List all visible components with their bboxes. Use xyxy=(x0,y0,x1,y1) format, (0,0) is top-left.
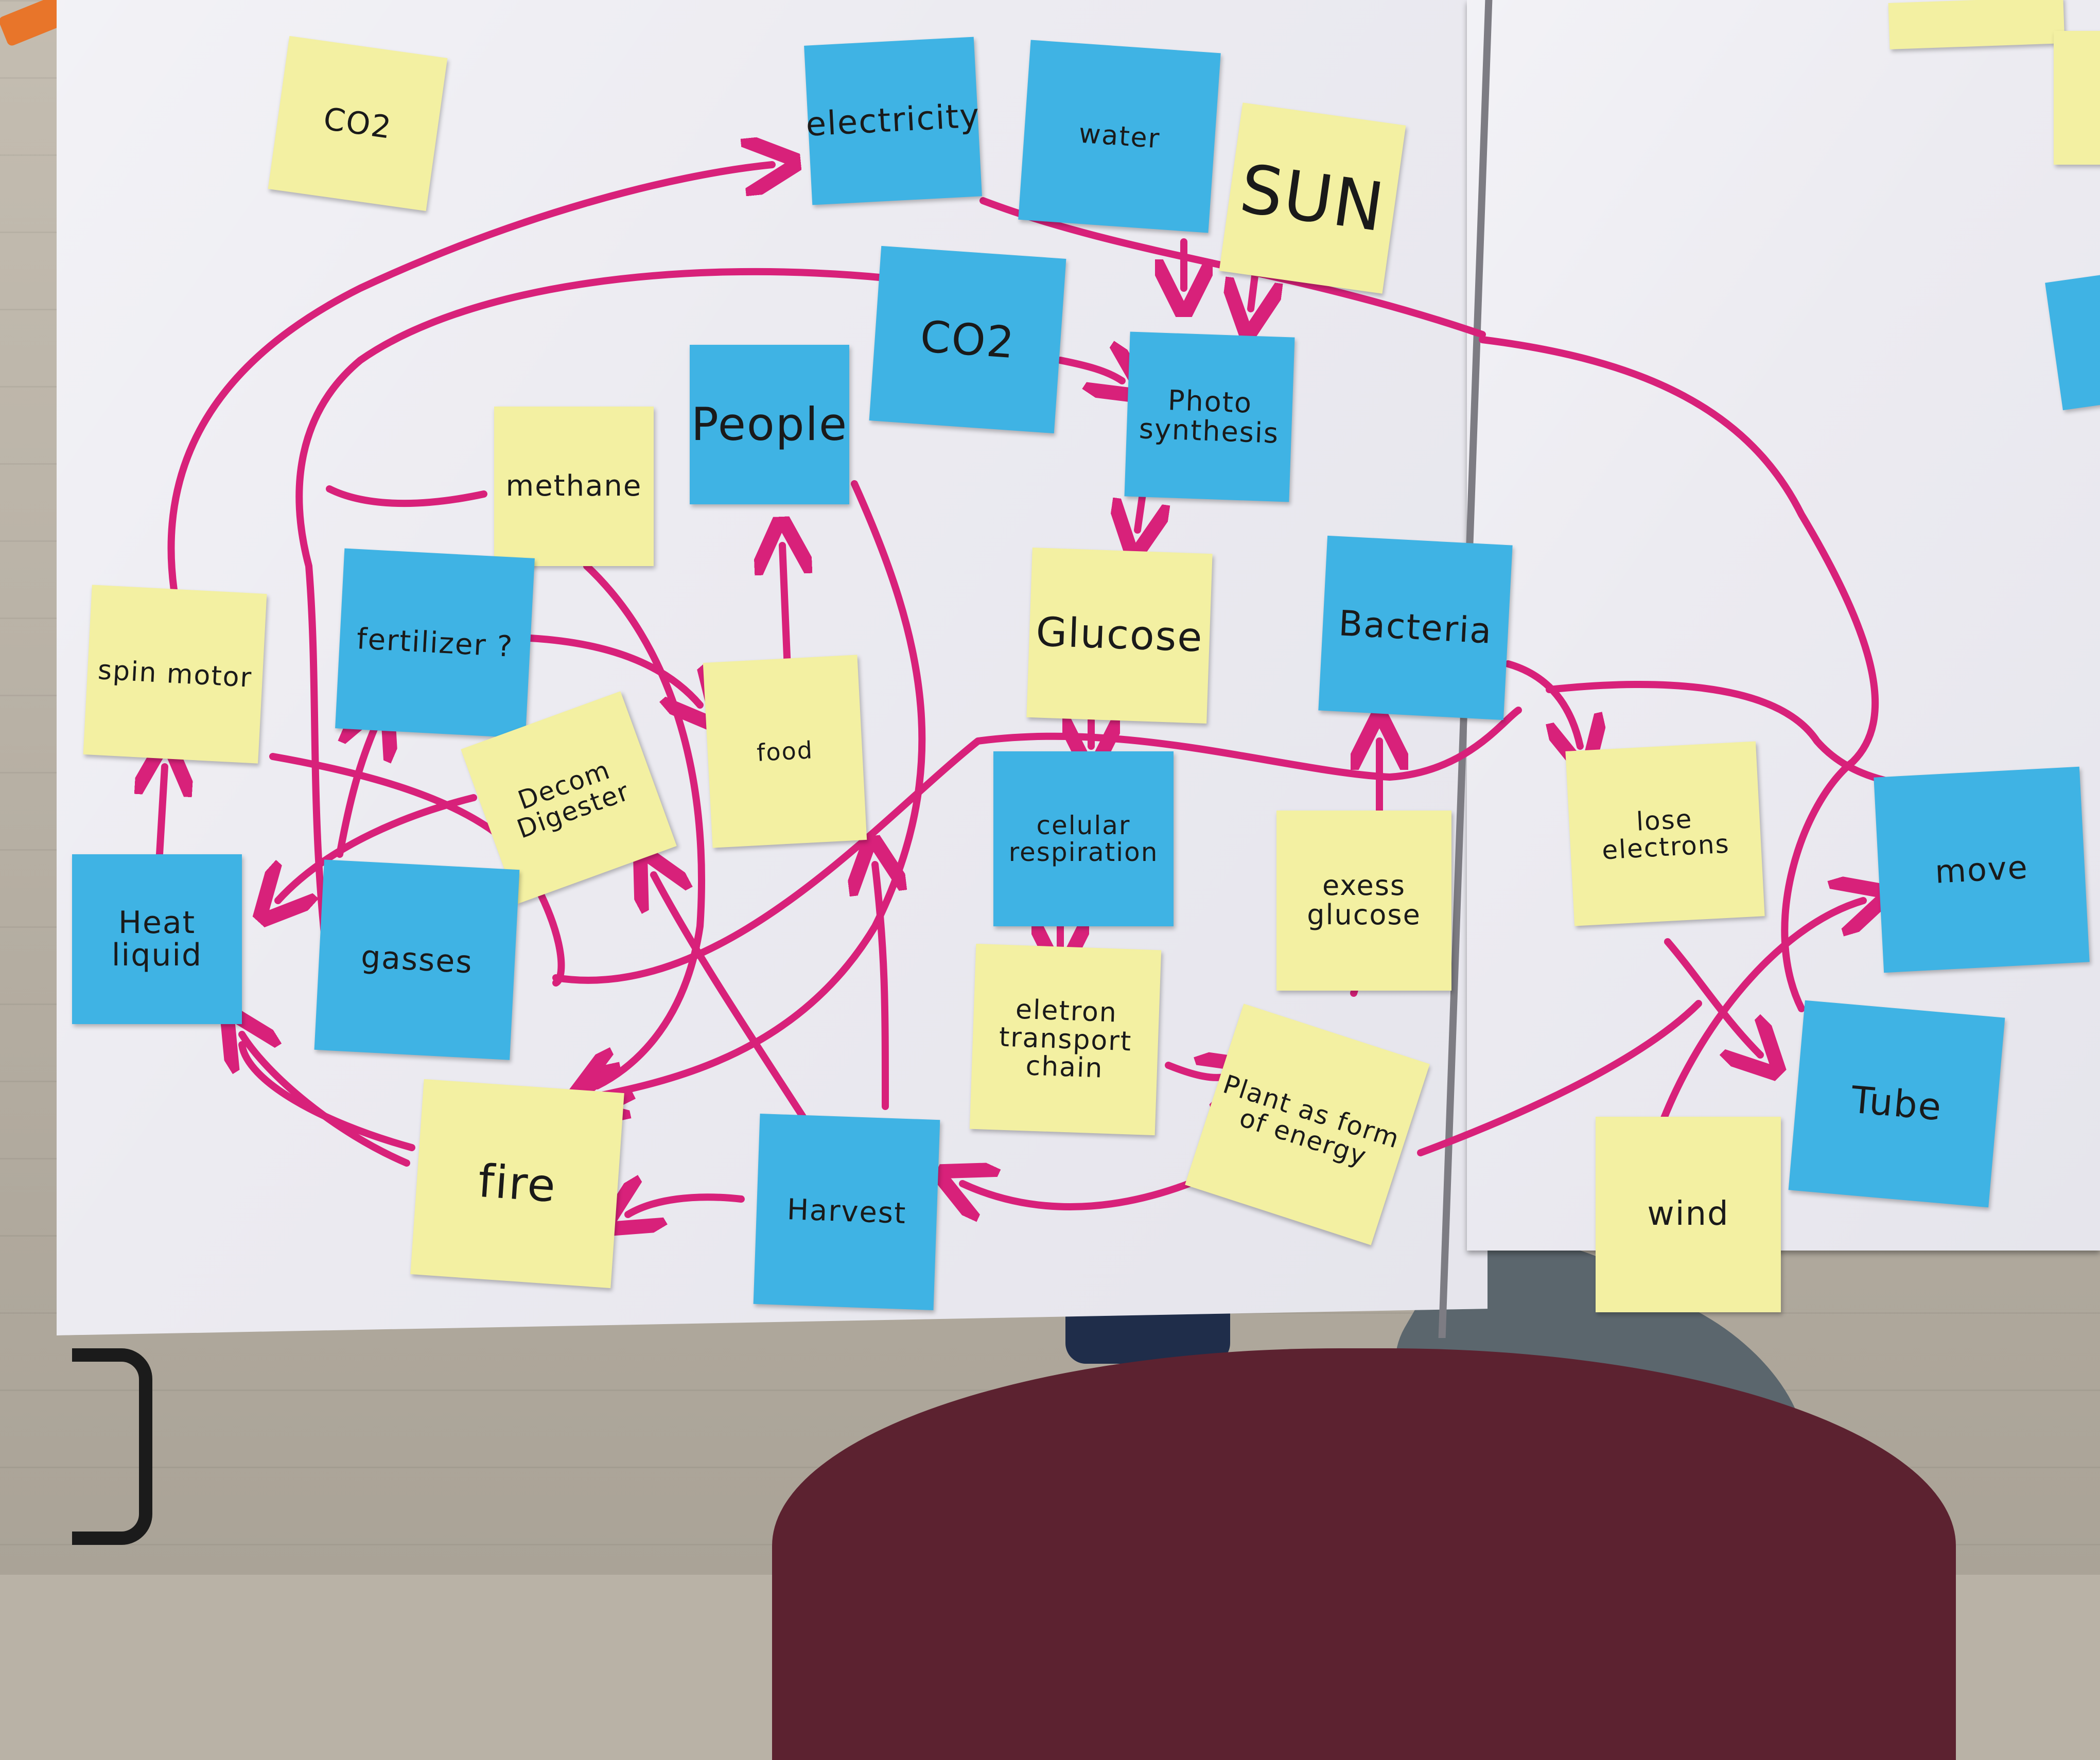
note-fertilizer-text: fertilizer ? xyxy=(356,622,514,664)
note-glucose-text: Glucose xyxy=(1035,609,1204,661)
note-fertilizer[interactable]: fertilizer ? xyxy=(335,548,535,738)
note-co2-yellow-text: CO2 xyxy=(321,100,394,146)
note-plant-energy-text: Plant as form of energy xyxy=(1219,1069,1404,1172)
edge-note-yellow-right xyxy=(2054,31,2100,165)
note-co2-yellow[interactable]: CO2 xyxy=(268,36,448,212)
note-digester-text: Decom Digester xyxy=(513,754,634,844)
note-co2-blue-text: CO2 xyxy=(918,311,1017,368)
note-water-text: water xyxy=(1078,118,1161,155)
line-electricity-sun xyxy=(979,197,1486,338)
note-sun[interactable]: SUN xyxy=(1219,102,1406,294)
line-people-fire xyxy=(597,480,926,1096)
note-cellular-respiration-text: celular respiration xyxy=(1008,810,1159,867)
note-lose-electrons-text: lose electrons xyxy=(1601,803,1730,866)
note-heat-liquid[interactable]: Heat liquid xyxy=(72,854,242,1024)
note-methane-text: methane xyxy=(505,469,642,503)
line-bacteria-lose xyxy=(1504,660,1580,746)
note-water[interactable]: water xyxy=(1018,40,1221,233)
line-photo-glucose xyxy=(1137,490,1143,530)
table-clamp xyxy=(72,1348,152,1545)
note-glucose[interactable]: Glucose xyxy=(1026,547,1213,724)
note-electricity-text: electricity xyxy=(804,97,982,145)
line-methane-left xyxy=(326,485,487,507)
note-bacteria[interactable]: Bacteria xyxy=(1318,535,1513,720)
note-photosynthesis-text: Photo synthesis xyxy=(1138,384,1280,450)
note-tube-text: Tube xyxy=(1849,1078,1944,1129)
note-spin-motor[interactable]: spin motor xyxy=(83,585,267,764)
line-plant-harvest xyxy=(962,1184,1193,1207)
line-wind-move xyxy=(1659,901,1863,1125)
note-fire[interactable]: fire xyxy=(410,1079,624,1289)
line-fertilizer-food xyxy=(527,635,700,705)
note-move-text: move xyxy=(1934,848,2029,891)
line-harvest-fire xyxy=(628,1197,745,1215)
line-spin-to-electricity xyxy=(167,165,773,601)
note-exess-glucose[interactable]: exess glucose xyxy=(1276,811,1451,991)
line-methane-fire xyxy=(587,562,706,1086)
note-wind[interactable]: wind xyxy=(1596,1117,1781,1312)
line-fire-heat xyxy=(242,1034,410,1167)
note-spin-motor-text: spin motor xyxy=(97,654,253,694)
note-move[interactable]: move xyxy=(1874,766,2090,973)
note-electron-transport-chain[interactable]: eletron transport chain xyxy=(969,943,1162,1136)
note-tube[interactable]: Tube xyxy=(1788,1000,2005,1208)
note-food[interactable]: food xyxy=(703,655,867,848)
note-methane[interactable]: methane xyxy=(494,407,654,566)
line-heat-spin xyxy=(160,767,165,858)
note-lose-electrons[interactable]: lose electrons xyxy=(1565,741,1765,926)
line-plant-move xyxy=(1417,1000,1702,1156)
note-sun-text: SUN xyxy=(1235,149,1390,247)
note-gasses-text: gasses xyxy=(360,938,474,981)
note-electron-transport-chain-text: eletron transport chain xyxy=(998,994,1133,1084)
line-fire-loop xyxy=(238,1041,415,1151)
note-bacteria-text: Bacteria xyxy=(1337,603,1494,653)
whiteboard-right xyxy=(1467,0,2100,1251)
note-harvest-text: Harvest xyxy=(786,1192,907,1230)
note-people-text: People xyxy=(691,397,848,451)
note-food-text: food xyxy=(756,736,814,767)
line-co2-photo xyxy=(1057,360,1122,381)
line-harvest-food xyxy=(875,865,885,1110)
note-people[interactable]: People xyxy=(690,345,849,504)
note-co2-blue[interactable]: CO2 xyxy=(869,245,1066,434)
line-harvest-digester xyxy=(654,875,807,1120)
line-lose-tube xyxy=(1664,938,1760,1055)
note-photosynthesis[interactable]: Photo synthesis xyxy=(1124,331,1295,502)
shirt-foreground xyxy=(772,1348,1956,1760)
note-exess-glucose-text: exess glucose xyxy=(1307,869,1421,931)
note-harvest[interactable]: Harvest xyxy=(753,1114,940,1310)
line-food-people xyxy=(782,545,787,673)
note-electricity[interactable]: electricity xyxy=(804,37,982,205)
line-sun-to-move xyxy=(1479,336,1879,1012)
note-cellular-respiration[interactable]: celular respiration xyxy=(993,751,1174,926)
line-loop-top-left xyxy=(295,268,889,981)
line-big-curve xyxy=(552,707,1522,984)
note-fire-text: fire xyxy=(476,1154,558,1212)
note-heat-liquid-text: Heat liquid xyxy=(111,905,203,973)
note-wind-text: wind xyxy=(1647,1195,1729,1234)
line-gasses-fertilizer xyxy=(336,726,376,858)
note-gasses[interactable]: gasses xyxy=(314,859,520,1060)
